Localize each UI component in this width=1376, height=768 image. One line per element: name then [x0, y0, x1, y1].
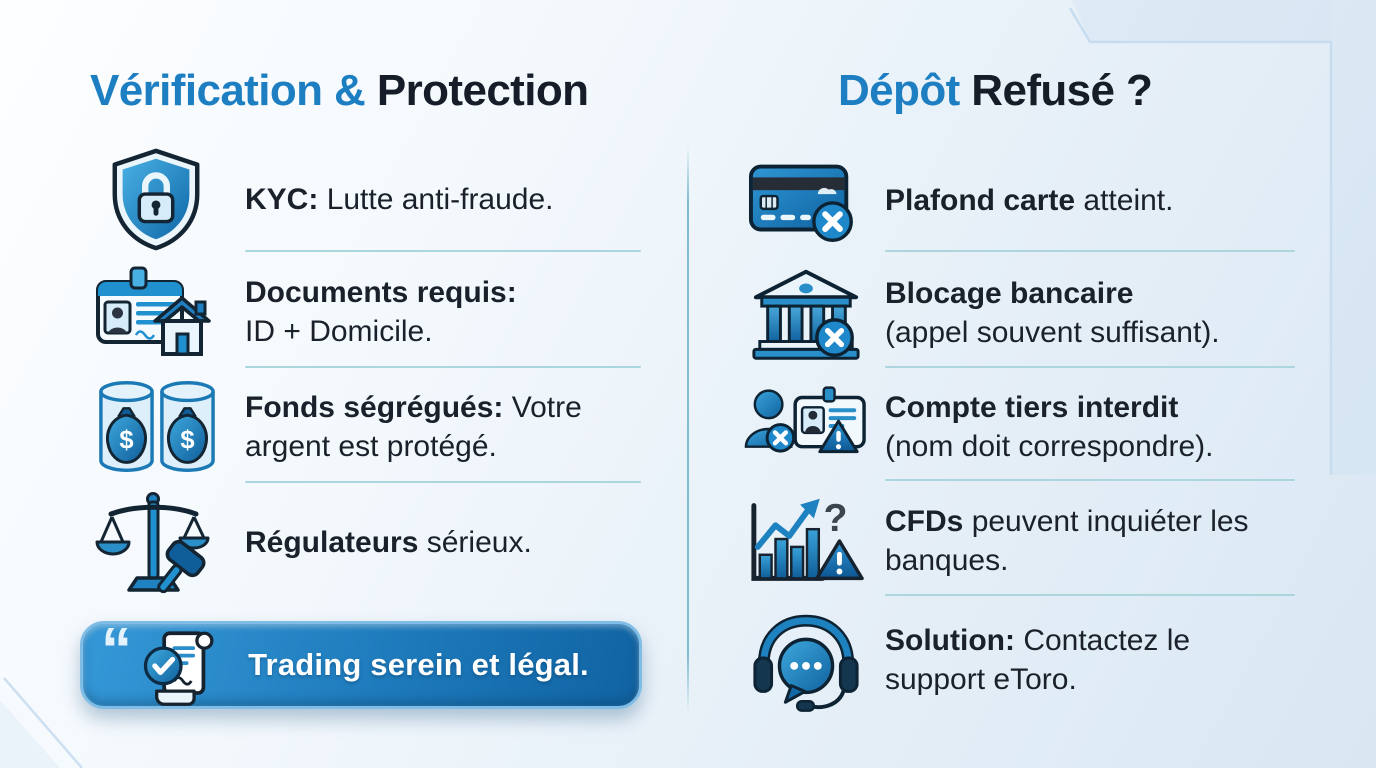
quote-mark: “: [101, 616, 132, 685]
divider: [245, 481, 641, 483]
money-bags-icon: $ $: [90, 375, 222, 479]
list-item-card-limit: Plafond carte atteint.: [742, 148, 1173, 252]
item-text: Plafond carte atteint.: [885, 181, 1173, 220]
list-item-documents: Documents requis: ID + Domicile.: [90, 258, 517, 366]
item-text-bold: Blocage bancaire: [885, 277, 1134, 310]
third-party-id-icon: [742, 377, 870, 477]
item-text: Fonds ségrégués: Votre argent est protég…: [245, 388, 655, 466]
conclusion-banner: “ Trading serein et légal.: [80, 616, 642, 709]
divider: [885, 594, 1295, 596]
item-text-rest: (appel souvent suffisant).: [885, 316, 1220, 349]
item-text: Régulateurs sérieux.: [245, 523, 532, 562]
item-text-bold: Plafond carte: [885, 183, 1076, 217]
item-text-bold: CFDs: [885, 505, 964, 538]
svg-text:?: ?: [823, 496, 847, 540]
left-title-accent: Vérification &: [90, 66, 366, 115]
item-text-bold: Régulateurs: [245, 525, 419, 559]
item-text-bold: KYC:: [245, 182, 319, 216]
right-title-rest: Refusé ?: [971, 66, 1153, 115]
banner-label: Trading serein et légal.: [248, 647, 589, 682]
item-text-rest: atteint.: [1083, 183, 1174, 217]
item-text: Documents requis: ID + Domicile.: [245, 273, 517, 351]
item-text-rest: ID + Domicile.: [245, 315, 433, 348]
bank-blocked-icon: [742, 263, 870, 363]
column-divider: [687, 146, 689, 712]
list-item-bank-block: Blocage bancaire (appel souvent suffisan…: [742, 260, 1220, 366]
item-text-bold: Solution:: [885, 624, 1015, 657]
list-item-third-party: Compte tiers interdit (nom doit correspo…: [742, 374, 1213, 480]
item-text-bold: Compte tiers interdit: [885, 391, 1179, 424]
right-title-accent: Dépôt: [838, 66, 960, 115]
divider: [245, 250, 641, 252]
shield-lock-icon: [90, 145, 222, 253]
item-text: Compte tiers interdit (nom doit correspo…: [885, 388, 1213, 466]
scroll-check-icon: [138, 622, 224, 708]
list-item-segregated-funds: $ $ Fonds ségrégués: Votre argent est pr…: [90, 372, 655, 482]
item-text-rest: sérieux.: [426, 525, 532, 559]
scales-gavel-icon: [90, 489, 222, 595]
item-text: Blocage bancaire (appel souvent suffisan…: [885, 274, 1220, 352]
item-text-bold: Fonds ségrégués:: [245, 391, 504, 424]
card-declined-icon: [742, 152, 870, 248]
item-text-rest: Votre argent est protégé.: [245, 391, 582, 463]
item-text-rest: Contactez le support eToro.: [885, 624, 1191, 696]
item-text-rest: peuvent inquiéter les banques.: [885, 505, 1249, 577]
item-text: CFDs peuvent inquiéter les banques.: [885, 502, 1265, 580]
item-text-bold: Documents requis:: [245, 276, 517, 309]
list-item-regulators: Régulateurs sérieux.: [90, 488, 532, 596]
item-text: KYC: Lutte anti-fraude.: [245, 180, 554, 219]
divider: [885, 250, 1295, 252]
list-item-solution: Solution: Contactez le support eToro.: [742, 604, 1265, 716]
item-text-rest: (nom doit correspondre).: [885, 430, 1214, 463]
id-card-house-icon: [90, 260, 222, 364]
right-column-title: Dépôt Refusé ?: [838, 66, 1153, 116]
left-title-rest: Protection: [376, 66, 589, 115]
divider: [885, 366, 1295, 368]
cfd-risk-chart-icon: ?: [742, 491, 870, 591]
divider: [885, 479, 1295, 481]
divider: [245, 366, 641, 368]
svg-text:$: $: [180, 427, 194, 455]
item-text-rest: Lutte anti-fraude.: [326, 182, 554, 216]
item-text: Solution: Contactez le support eToro.: [885, 621, 1265, 699]
list-item-cfd: ? CFDs peuvent inquiéter les banques.: [742, 488, 1265, 594]
svg-text:$: $: [119, 427, 133, 455]
left-column-title: Vérification & Protection: [90, 66, 589, 116]
list-item-kyc: KYC: Lutte anti-fraude.: [90, 146, 554, 252]
support-headset-icon: [742, 608, 870, 712]
